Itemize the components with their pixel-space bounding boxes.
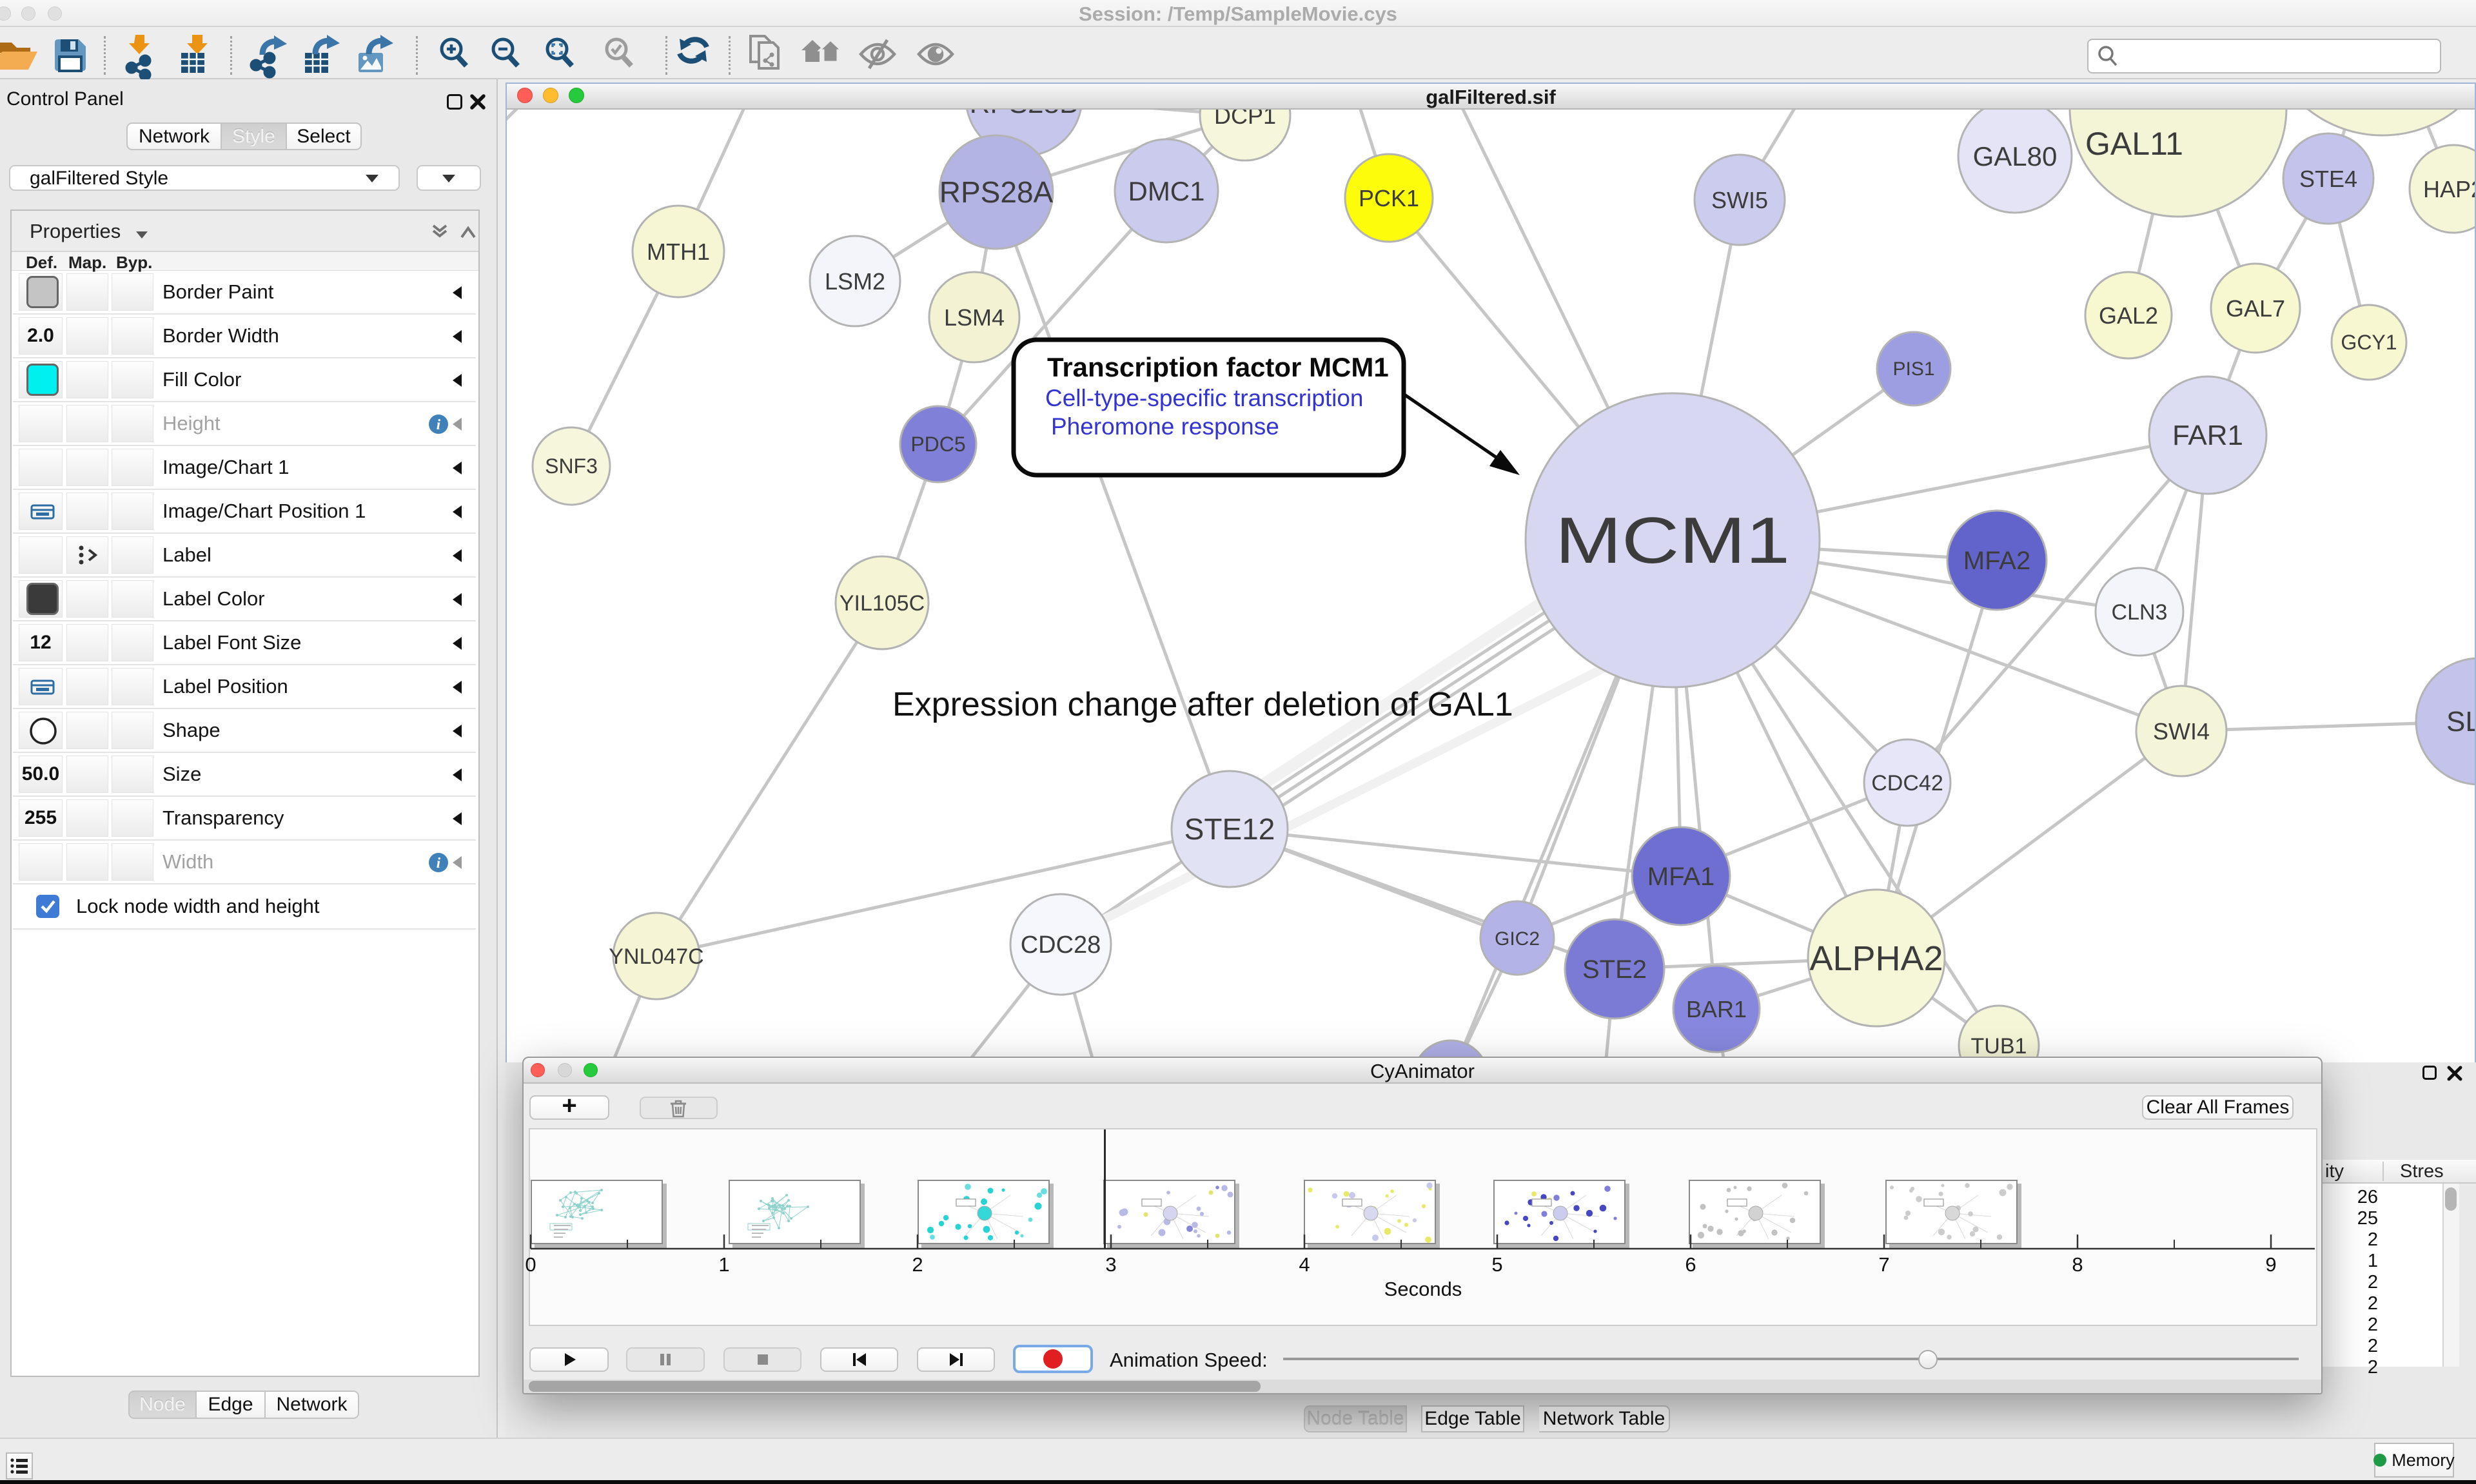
svg-text:STE2: STE2 <box>1582 955 1647 984</box>
svg-text:LSM4: LSM4 <box>944 304 1005 331</box>
svg-text:RPS28A: RPS28A <box>939 175 1054 209</box>
svg-text:5: 5 <box>1491 1253 1502 1276</box>
svg-text:TUB1: TUB1 <box>1971 1034 2027 1059</box>
svg-text:9: 9 <box>2265 1253 2276 1276</box>
svg-text:Seconds: Seconds <box>1384 1278 1462 1300</box>
svg-text:Transcription factor MCM1: Transcription factor MCM1 <box>1047 352 1389 382</box>
svg-text:SLT2: SLT2 <box>2446 706 2475 737</box>
svg-text:Expression change after deleti: Expression change after deletion of GAL1 <box>892 686 1513 723</box>
svg-text:6: 6 <box>1685 1253 1696 1276</box>
svg-text:7: 7 <box>1878 1253 1889 1276</box>
svg-text:STE4: STE4 <box>2299 166 2357 192</box>
svg-text:DCP1: DCP1 <box>1214 110 1276 129</box>
svg-text:FAR1: FAR1 <box>2172 420 2243 451</box>
svg-text:8: 8 <box>2072 1253 2083 1276</box>
svg-text:YIL105C: YIL105C <box>840 591 925 616</box>
svg-text:STE12: STE12 <box>1184 812 1275 846</box>
svg-text:LSM2: LSM2 <box>825 268 885 295</box>
svg-text:GCY1: GCY1 <box>2341 331 2397 354</box>
svg-text:Cell-type-specific transcripti: Cell-type-specific transcription <box>1045 385 1364 411</box>
svg-text:CDC28: CDC28 <box>1021 932 1101 959</box>
svg-text:MFA1: MFA1 <box>1647 863 1715 891</box>
svg-text:PIS1: PIS1 <box>1892 358 1934 380</box>
svg-text:MCM1: MCM1 <box>1555 505 1790 577</box>
svg-text:1: 1 <box>718 1253 729 1276</box>
svg-text:GAL11: GAL11 <box>2085 126 2183 162</box>
svg-text:GAL7: GAL7 <box>2226 295 2285 322</box>
svg-text:MFA2: MFA2 <box>1963 547 2030 575</box>
svg-text:RPS28B: RPS28B <box>970 110 1079 119</box>
svg-text:HAP2: HAP2 <box>2423 176 2475 202</box>
svg-text:SWI5: SWI5 <box>1711 187 1768 213</box>
svg-text:DMC1: DMC1 <box>1128 176 1204 206</box>
svg-text:CDC42: CDC42 <box>1871 771 1943 796</box>
svg-text:PDC5: PDC5 <box>910 433 965 456</box>
svg-text:SNF3: SNF3 <box>545 454 598 478</box>
svg-text:PCK1: PCK1 <box>1359 185 1419 211</box>
svg-text:GAL80: GAL80 <box>1973 141 2058 171</box>
svg-text:2: 2 <box>912 1253 923 1276</box>
svg-text:YNL047C: YNL047C <box>609 944 703 969</box>
svg-text:CLN3: CLN3 <box>2112 600 2168 625</box>
svg-text:GAL2: GAL2 <box>2099 302 2158 329</box>
svg-text:ALPHA2: ALPHA2 <box>1809 939 1943 978</box>
svg-text:0: 0 <box>525 1253 536 1276</box>
svg-text:4: 4 <box>1299 1253 1310 1276</box>
svg-text:Pheromone response: Pheromone response <box>1051 413 1279 440</box>
svg-text:GIC2: GIC2 <box>1495 928 1540 950</box>
svg-text:MTH1: MTH1 <box>647 239 710 265</box>
svg-text:SWI4: SWI4 <box>2153 718 2210 745</box>
svg-text:3: 3 <box>1105 1253 1116 1276</box>
svg-text:BAR1: BAR1 <box>1686 996 1747 1022</box>
